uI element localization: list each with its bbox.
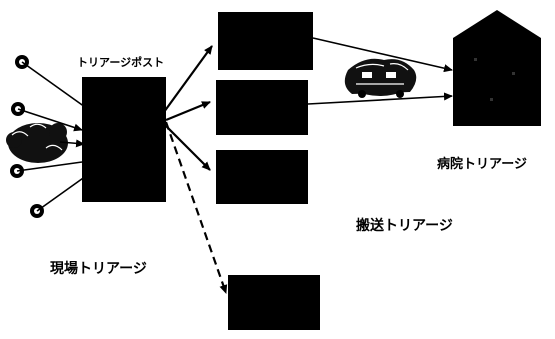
- hospital-building-icon: [453, 10, 541, 126]
- ambulance-icon: [344, 58, 417, 98]
- field-to-post-lines: [16, 61, 93, 212]
- post-to-transport-arrows: [163, 45, 228, 294]
- transport-box-2: [216, 80, 308, 135]
- transport-box-4: [228, 275, 320, 330]
- field-triage-label: 現場トリアージ: [50, 261, 147, 277]
- transport-box-3: [216, 150, 308, 204]
- triage-post-label: トリアージポスト: [77, 56, 165, 69]
- crowd-icon: [6, 123, 68, 163]
- hospital-triage-label: 病院トリアージ: [437, 157, 527, 172]
- transport-to-hospital-arrows: [307, 37, 453, 105]
- transport-box-1: [218, 12, 313, 70]
- triage-post-box: [82, 77, 166, 202]
- transport-triage-label: 搬送トリアージ: [356, 218, 453, 234]
